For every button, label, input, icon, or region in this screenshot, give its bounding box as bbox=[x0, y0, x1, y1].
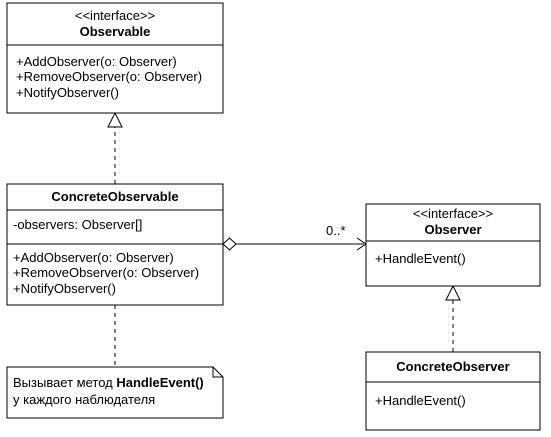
concrete-observer-class: ConcreteObserver +HandleEvent() bbox=[365, 351, 541, 431]
concrete-observable-name: ConcreteObservable bbox=[51, 189, 178, 204]
observable-method: +AddObserver(o: Observer) bbox=[16, 54, 177, 69]
observer-name: Observer bbox=[424, 222, 481, 237]
comment-note: Вызывает метод HandleEvent() у каждого н… bbox=[6, 366, 224, 419]
realization-arrowhead-observer bbox=[445, 284, 461, 301]
concrete-observable-method: +RemoveObserver(o: Observer) bbox=[13, 265, 199, 280]
note-line-2: у каждого наблюдателя bbox=[13, 392, 155, 407]
observer-method: +HandleEvent() bbox=[375, 251, 466, 266]
observer-class: <<interface>> Observer +HandleEvent() bbox=[365, 203, 541, 287]
concrete-observable-method: +AddObserver(o: Observer) bbox=[13, 250, 174, 265]
note-prefix: Вызывает метод bbox=[13, 375, 116, 390]
note-line-1: Вызывает метод HandleEvent() bbox=[13, 375, 204, 390]
concrete-observer-method: +HandleEvent() bbox=[375, 393, 466, 408]
observable-name: Observable bbox=[80, 24, 151, 39]
realization-arrowhead-observable bbox=[107, 111, 123, 128]
concrete-observable-method: +NotifyObserver() bbox=[13, 281, 116, 296]
observable-method: +NotifyObserver() bbox=[16, 85, 119, 100]
observer-stereotype: <<interface>> bbox=[413, 206, 493, 221]
observable-method: +RemoveObserver(o: Observer) bbox=[16, 69, 202, 84]
observable-stereotype: <<interface>> bbox=[75, 8, 155, 23]
concrete-observer-name: ConcreteObserver bbox=[396, 359, 509, 374]
concrete-observable-attribute: -observers: Observer[] bbox=[13, 217, 142, 232]
observable-class: <<interface>> Observable +AddObserver(o:… bbox=[6, 2, 224, 114]
concrete-observable-class: ConcreteObservable -observers: Observer[… bbox=[6, 183, 224, 306]
association-multiplicity: 0..* bbox=[326, 223, 346, 238]
note-emphasis: HandleEvent() bbox=[116, 375, 203, 390]
aggregation-diamond bbox=[222, 237, 237, 251]
